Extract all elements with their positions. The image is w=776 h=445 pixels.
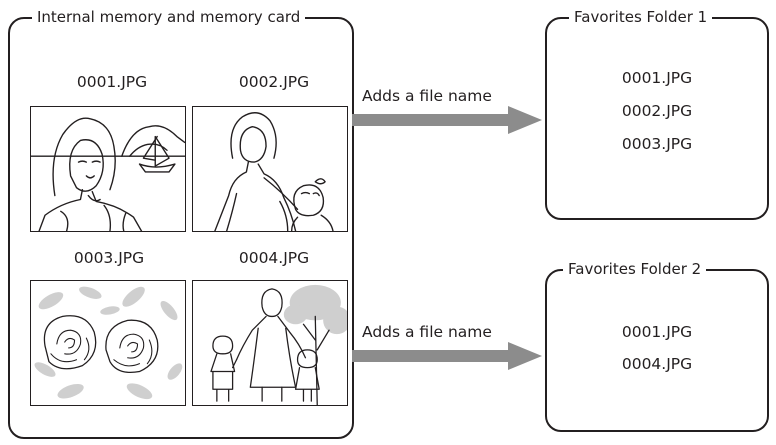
source-storage-title: Internal memory and memory card [32, 7, 306, 27]
file-label-0002: 0002.JPG [238, 73, 310, 91]
source-storage-box: Internal memory and memory card 0001.JPG… [8, 7, 354, 439]
folder-1-entry: 0001.JPG [621, 69, 693, 87]
file-label-0001: 0001.JPG [76, 73, 148, 91]
favorites-folder-1: Favorites Folder 1 0001.JPG 0002.JPG 000… [545, 7, 769, 220]
thumbnail-0003[interactable] [30, 280, 186, 406]
file-label-0004: 0004.JPG [238, 249, 310, 267]
family-illustration-icon [210, 284, 347, 405]
woman-with-child-illustration-icon [214, 112, 334, 231]
file-label-0003: 0003.JPG [73, 249, 145, 267]
favorites-folder-1-title: Favorites Folder 1 [569, 7, 713, 27]
arrow-label-folder-2: Adds a file name [362, 323, 492, 341]
thumbnail-0001[interactable] [30, 106, 186, 232]
folder-1-entry: 0002.JPG [621, 102, 693, 120]
arrow-right-icon [352, 342, 542, 370]
folder-1-entry: 0003.JPG [621, 135, 693, 153]
folder-2-entry: 0004.JPG [621, 355, 693, 373]
woman-portrait-illustration-icon [31, 117, 185, 231]
arrow-label-folder-1: Adds a file name [362, 87, 492, 105]
arrow-right-icon [352, 106, 542, 134]
thumbnail-0004[interactable] [192, 280, 348, 406]
thumbnail-0002[interactable] [192, 106, 348, 232]
folder-2-entry: 0001.JPG [621, 323, 693, 341]
favorites-folder-2: Favorites Folder 2 0001.JPG 0004.JPG [545, 259, 769, 432]
roses-illustration-icon [34, 286, 183, 400]
favorites-folder-2-title: Favorites Folder 2 [563, 259, 707, 279]
